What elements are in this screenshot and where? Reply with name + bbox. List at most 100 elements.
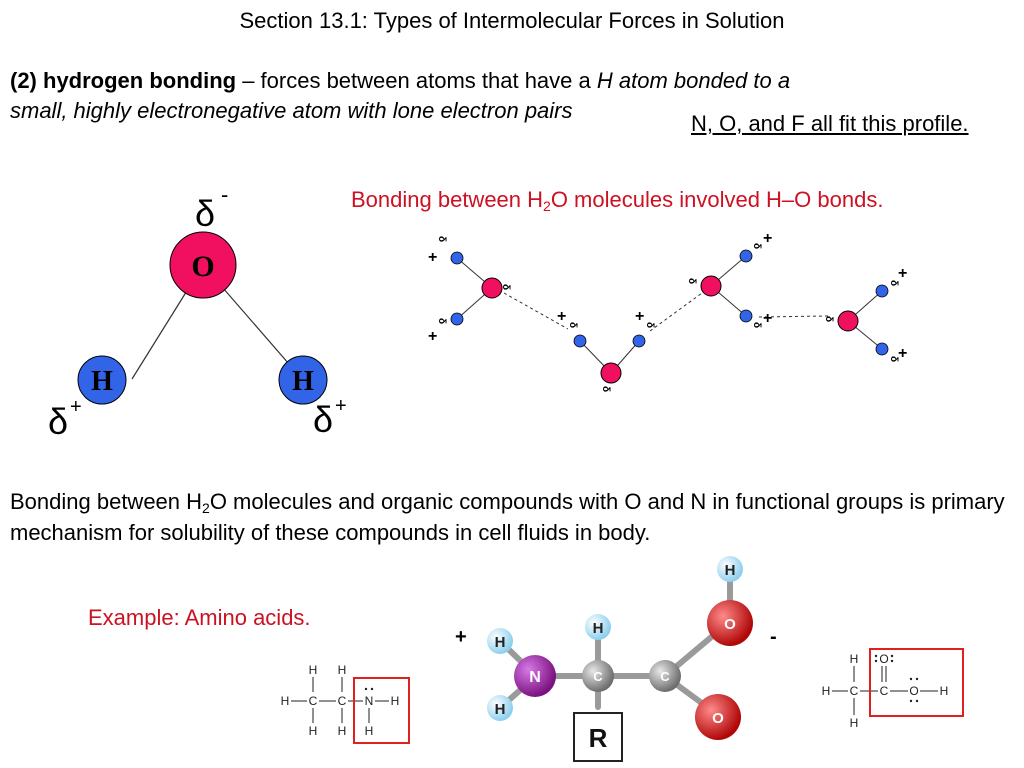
lewis-h: H — [850, 716, 859, 730]
delta-symbol: δ — [751, 322, 762, 328]
carbon-ball-label: C — [593, 669, 603, 684]
delta-symbol: δ — [500, 284, 511, 290]
amino-plus-sign: + — [455, 626, 467, 648]
definition-text: – forces between atoms that have a — [236, 68, 597, 93]
hydrogen-ball-label: H — [593, 620, 604, 637]
hydrogen-bond — [503, 292, 569, 330]
h2o-bonding-caption: Bonding between H2O molecules involved H… — [351, 187, 883, 213]
delta-symbol: δ — [436, 236, 447, 242]
solubility-paragraph: Bonding between H2O molecules and organi… — [10, 486, 1010, 548]
delta-minus-symbol: δ — [195, 193, 215, 234]
carbon-ball — [582, 660, 614, 692]
oxygen-atom — [600, 362, 622, 384]
lewis-c: C — [338, 694, 347, 708]
r-group-label: R — [589, 723, 608, 753]
delta-symbol: δ — [644, 322, 655, 328]
hydrogen-atom-right — [278, 355, 328, 405]
plus-sign: + — [898, 345, 907, 362]
lewis-c: C — [309, 694, 318, 708]
hydrogen-label-left: H — [91, 366, 113, 397]
r-group-box — [573, 712, 623, 762]
hydrogen-label-right: H — [292, 366, 314, 397]
plus-sign: + — [635, 308, 644, 325]
lewis-h: H — [850, 652, 859, 666]
nitrogen-ball-label: N — [529, 669, 541, 686]
carbon-ball — [649, 660, 681, 692]
amine-lewis-structure: H H H C C N H H H H — [281, 663, 410, 744]
plus-sign: + — [557, 308, 566, 325]
hydrogen-atom-left — [77, 355, 127, 405]
minus-sign: - — [221, 182, 228, 207]
oxygen-atom — [169, 231, 237, 299]
h2o-caption-post: O molecules involved H–O bonds. — [550, 187, 884, 212]
hydrogen-atom — [573, 334, 587, 348]
delta-symbol: δ — [823, 316, 834, 322]
definition-line-2: small, highly electronegative atom with … — [10, 98, 573, 123]
delta-symbol: δ — [436, 318, 447, 324]
carboxyl-group-box — [869, 648, 964, 717]
solubility-pre: Bonding between H — [10, 489, 203, 514]
oxygen-ball-label: O — [724, 616, 736, 633]
delta-symbol: δ — [686, 278, 697, 284]
oxygen-atom — [700, 275, 722, 297]
lewis-n: N — [365, 694, 374, 708]
lewis-h: H — [281, 694, 290, 708]
delta-symbol: δ — [751, 243, 762, 249]
hydrogen-atom — [739, 249, 753, 263]
lewis-h: H — [309, 663, 318, 677]
lewis-c: C — [880, 684, 889, 698]
oxygen-atom — [837, 310, 859, 332]
hydrogen-ball — [487, 628, 513, 654]
lewis-c: C — [850, 684, 859, 698]
carboxyl-lewis-structure: H O H C C O H H — [822, 648, 964, 730]
example-label: Example: Amino acids. — [88, 605, 311, 630]
hydrogen-ball — [717, 556, 743, 582]
hydrogen-atom — [875, 342, 889, 356]
h2o-caption-pre: Bonding between H — [351, 187, 544, 212]
hydrogen-ball — [585, 614, 611, 640]
amine-group-box — [353, 677, 410, 744]
plus-sign: + — [428, 249, 437, 266]
hydrogen-ball-label: H — [725, 562, 736, 579]
plus-sign: + — [763, 230, 772, 247]
solubility-post: O molecules and organic compounds with O… — [10, 489, 1005, 545]
delta-plus-right: δ — [313, 399, 333, 440]
hydrogen-bond — [649, 292, 703, 332]
hydrogen-ball-label: H — [495, 634, 506, 651]
definition-italic-1: H atom bonded to a — [596, 68, 791, 93]
lewis-h: H — [338, 663, 347, 677]
lewis-h: H — [338, 724, 347, 738]
delta-symbol: δ — [600, 386, 611, 392]
plus-sign: + — [763, 310, 772, 327]
plus-sign: + — [428, 328, 437, 345]
lewis-h: H — [822, 684, 831, 698]
hydrogen-atom — [632, 334, 646, 348]
carbon-ball-label: C — [660, 669, 670, 684]
lewis-h: H — [391, 694, 400, 708]
hydrogen-atom — [450, 312, 464, 326]
delta-plus-left: δ — [48, 401, 68, 442]
profile-note: N, O, and F all fit this profile. — [691, 111, 969, 136]
lewis-h: H — [940, 684, 949, 698]
amino-acid-model: + - H H H H N C C O O R — [455, 556, 777, 762]
definition-number: (2) hydrogen bonding — [10, 68, 237, 93]
hydrogen-atom — [739, 309, 753, 323]
lewis-h: H — [365, 724, 374, 738]
water-network-diagram: + δ + δ δ + δ + δ δ δ δ + δ + δ δ + δ + — [428, 230, 907, 392]
hydrogen-atom — [450, 251, 464, 265]
delta-symbol: δ — [567, 322, 578, 328]
lewis-h: H — [309, 724, 318, 738]
water-molecule-diagram: O H H δ - δ + δ + — [48, 182, 347, 442]
oxygen-ball — [707, 600, 753, 646]
plus-sign-right: + — [335, 395, 347, 417]
hydrogen-atom — [875, 284, 889, 298]
lewis-o: O — [909, 684, 918, 698]
plus-sign: + — [898, 265, 907, 282]
hydrogen-ball — [487, 695, 513, 721]
oxygen-ball — [695, 694, 741, 740]
slide-title: Section 13.1: Types of Intermolecular Fo… — [239, 8, 785, 33]
oxygen-label: O — [191, 250, 214, 283]
definition-line-1: (2) hydrogen bonding – forces between at… — [10, 68, 790, 94]
oxygen-ball-label: O — [712, 710, 724, 727]
oxygen-atom — [481, 277, 503, 299]
